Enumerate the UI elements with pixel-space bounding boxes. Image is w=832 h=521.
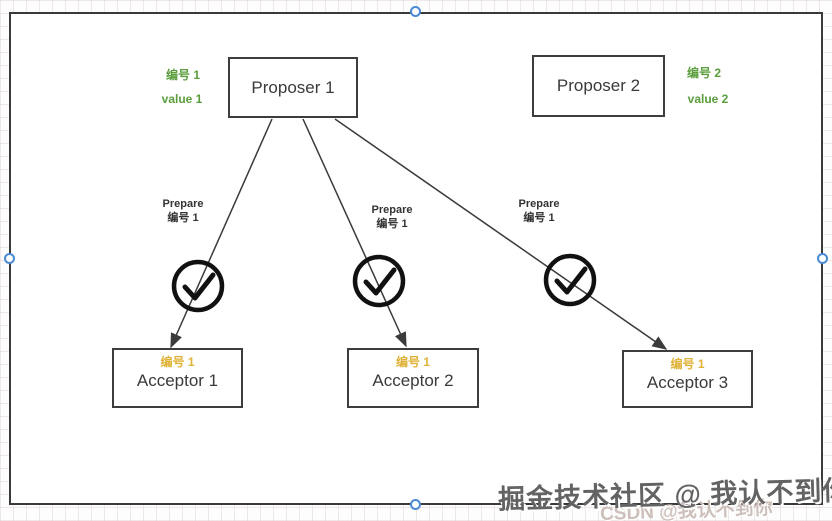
prepare-label-3[interactable]: Prepare 编号 1	[489, 197, 589, 225]
acceptor-3-label: Acceptor 3	[646, 373, 729, 392]
acceptor-2-number-label: 编号 1	[395, 355, 430, 369]
proposer-1-value-label: value 1	[161, 92, 203, 106]
prepare-arrow-3[interactable]	[334, 118, 668, 350]
resize-handle-right[interactable]	[817, 253, 828, 264]
proposer-2-label: Proposer 2	[556, 76, 641, 95]
prepare-label-2-title: Prepare	[371, 204, 413, 216]
prepare-label-3-title: Prepare	[518, 198, 560, 210]
acceptor-1-label: Acceptor 1	[136, 371, 219, 390]
acceptor-1-number-label: 编号 1	[160, 355, 195, 369]
proposer-1-label: Proposer 1	[251, 77, 335, 97]
prepare-arrow-1[interactable]	[170, 118, 273, 349]
acceptor-3-box[interactable]: 编号 1 Acceptor 3	[622, 350, 753, 408]
prepare-label-1-title: Prepare	[162, 198, 204, 210]
selected-frame[interactable]	[9, 12, 823, 505]
resize-handle-bottom[interactable]	[410, 499, 421, 510]
proposer-2-number-label: 编号 2	[686, 66, 721, 80]
acceptor-2-box[interactable]: 编号 1 Acceptor 2	[347, 348, 479, 408]
check-icon[interactable]	[171, 259, 225, 313]
prepare-label-3-number: 编号 1	[523, 212, 555, 224]
proposer-2-value-label: value 2	[687, 92, 729, 106]
acceptor-1-box[interactable]: 编号 1 Acceptor 1	[112, 348, 243, 408]
prepare-label-2[interactable]: Prepare 编号 1	[342, 203, 442, 231]
prepare-label-2-number: 编号 1	[376, 218, 408, 230]
acceptor-2-label: Acceptor 2	[372, 371, 454, 390]
prepare-label-1-number: 编号 1	[167, 212, 199, 224]
acceptor-3-number-label: 编号 1	[670, 357, 705, 371]
prepare-arrow-2[interactable]	[302, 118, 407, 348]
proposer-1-box[interactable]: Proposer 1	[228, 57, 358, 118]
proposer-1-number-label: 编号 1	[165, 68, 200, 82]
prepare-label-1[interactable]: Prepare 编号 1	[133, 197, 233, 225]
proposer-2-box[interactable]: Proposer 2	[532, 55, 665, 117]
check-icon[interactable]	[543, 253, 597, 307]
resize-handle-left[interactable]	[4, 253, 15, 264]
resize-handle-top[interactable]	[410, 6, 421, 17]
check-icon[interactable]	[352, 254, 406, 308]
